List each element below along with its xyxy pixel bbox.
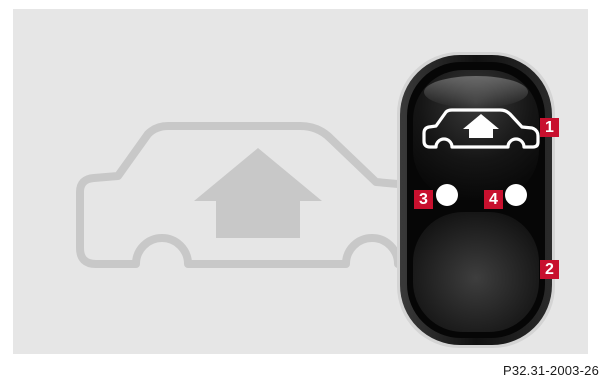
callout-4: 4 [484,190,503,209]
indicator-dot-3 [436,184,458,206]
figure-reference: P32.31-2003-26 [503,363,599,378]
callout-3: 3 [414,190,433,209]
lower-pad[interactable] [413,212,539,332]
callout-1: 1 [540,118,559,137]
background-up-arrow-icon [194,148,322,238]
indicator-dot-4 [505,184,527,206]
callout-2: 2 [540,260,559,279]
background-car-icon [80,126,442,264]
